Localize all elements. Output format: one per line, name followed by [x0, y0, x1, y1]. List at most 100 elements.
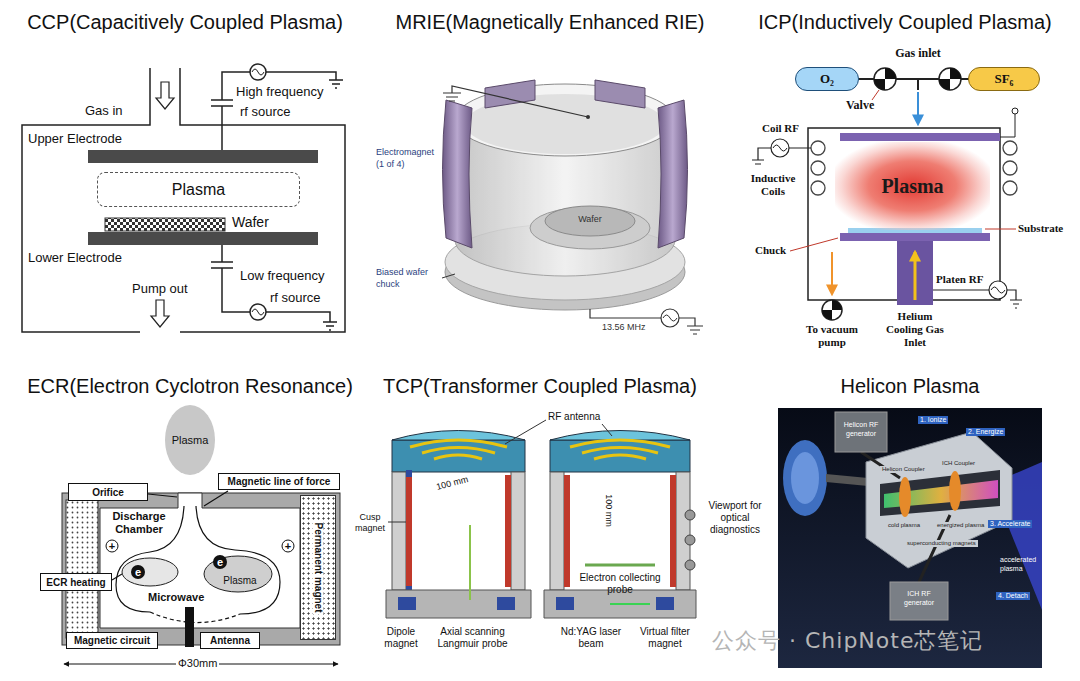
icp-illustration: [1012, 108, 1018, 114]
ecr-illustration: [100, 493, 300, 628]
tcp-illustration: [656, 597, 674, 610]
tcp-illustration: [685, 510, 695, 520]
panel-title: CCP(Capacitively Coupled Plasma): [27, 10, 343, 34]
icp-illustration: [939, 68, 961, 90]
ccp-illustration: [250, 304, 266, 320]
part-label: Virtual filter magnet: [630, 626, 700, 650]
ecr-illustration: [150, 612, 240, 623]
ecr-illustration: [131, 565, 145, 579]
ccp-illustration: [105, 218, 225, 231]
part-label: Gas in: [85, 103, 123, 119]
plasma-region: Plasma: [97, 172, 300, 207]
node-label: Permanent magnet: [313, 520, 324, 614]
signal-label: rf source: [240, 104, 291, 120]
part-label: Discharge Chamber: [104, 510, 174, 536]
tcp-illustration: [406, 475, 412, 587]
diagram-panel: ECR(Electron Cyclotron Resonance)PlasmaO…: [20, 372, 360, 678]
plasma-glow: Plasma: [835, 142, 990, 230]
part-label: Chuck: [755, 244, 786, 257]
callout-box: Magnetic line of force: [218, 473, 340, 490]
tcp-illustration: [550, 472, 564, 590]
icp-illustration: [874, 68, 896, 90]
icp-illustration: [840, 133, 1000, 141]
part-label: Microwave: [148, 591, 204, 604]
ccp-illustration: [22, 68, 150, 332]
part-label: Cusp magnet: [352, 512, 388, 534]
part-label: ICH RF generator: [892, 589, 946, 607]
ecr-illustration: [66, 500, 98, 638]
icp-illustration: [897, 241, 933, 305]
tcp-illustration: [550, 440, 690, 472]
panel-title: ECR(Electron Cyclotron Resonance): [27, 374, 353, 398]
mrie-illustration: [658, 100, 688, 248]
tcp-illustration: [676, 472, 690, 590]
ccp-illustration: [252, 69, 264, 75]
ccp-illustration: [88, 232, 318, 245]
tcp-illustration: [685, 535, 695, 545]
part-label: Helicon RF generator: [837, 420, 885, 438]
icp-illustration: [822, 300, 842, 320]
callout-box: Orifice: [68, 483, 148, 501]
part-label: Pump out: [132, 281, 188, 297]
ccp-illustration: [266, 312, 337, 330]
node-label: Antenna: [210, 635, 250, 646]
node-label: Magnetic line of force: [228, 476, 331, 487]
icp-illustration: [1003, 161, 1017, 175]
tcp-illustration: [386, 420, 696, 618]
part-label: Wafer: [232, 214, 269, 231]
ion-symbol: +: [106, 539, 118, 553]
signal-label: High frequency: [236, 84, 323, 100]
icp-illustration: [991, 287, 1005, 293]
part-label: Valve: [846, 98, 874, 112]
part-label: Axial scanning Langmuir probe: [430, 626, 515, 650]
part-label: Lower Electrode: [28, 250, 122, 266]
icp-illustration: [811, 161, 825, 175]
part-label: cold plasma: [886, 522, 922, 529]
ccp-illustration: [180, 68, 345, 332]
ccp-illustration: [252, 309, 264, 315]
helicon-illustration: [791, 452, 819, 504]
icp-illustration: [811, 141, 825, 155]
part-label: Substrate: [1018, 222, 1063, 235]
mrie-illustration: [595, 80, 645, 108]
ecr-illustration: [122, 558, 178, 586]
mrie-illustration: [545, 206, 635, 236]
ecr-illustration: [204, 556, 272, 592]
icp-illustration: [1000, 114, 1015, 137]
gas-bottle: SF₆: [968, 67, 1040, 91]
ccp-illustration: [250, 64, 266, 80]
icp-illustration: [771, 139, 789, 157]
part-label: Helium Cooling Gas Inlet: [880, 310, 950, 350]
ecr-illustration: [213, 555, 227, 569]
helicon-illustration: [783, 440, 827, 516]
icp-illustration: [933, 290, 1022, 308]
mrie-illustration: [530, 207, 650, 249]
magnet-block: Permanent magnet: [300, 495, 336, 640]
mrie-illustration: [442, 80, 703, 334]
icp-illustration: [773, 145, 787, 151]
tcp-illustration: [610, 603, 650, 605]
tcp-illustration: [406, 470, 412, 477]
ecr-illustration: [62, 493, 340, 645]
part-label: energized plasma: [935, 522, 986, 529]
dimension-label: Φ30mm: [176, 657, 219, 670]
panel-title: ICP(Inductively Coupled Plasma): [758, 10, 1051, 34]
part-label: accelerated plasma: [1000, 555, 1040, 573]
tcp-illustration: [469, 525, 471, 600]
part-label: Coil RF: [762, 122, 799, 135]
icp-illustration: [831, 252, 833, 294]
part-label: Platen RF: [936, 273, 983, 286]
icp-illustration: [917, 79, 919, 90]
ecr-illustration: [282, 540, 294, 552]
helicon-illustration: [899, 477, 911, 517]
icp-illustration: [752, 68, 1022, 320]
panel-title: TCP(Transformer Coupled Plasma): [383, 374, 697, 398]
node-label: Orifice: [92, 487, 124, 498]
step-tag: 4. Detach: [996, 592, 1030, 600]
panel-title: Helicon Plasma: [841, 374, 980, 398]
helicon-illustration: [866, 432, 1012, 568]
helicon-illustration: [890, 582, 948, 620]
diagram-panel: MRIE(Magnetically Enhanced RIE): [370, 8, 730, 360]
diagram-panel: CCP(Capacitively Coupled Plasma) Plasma: [10, 8, 360, 360]
